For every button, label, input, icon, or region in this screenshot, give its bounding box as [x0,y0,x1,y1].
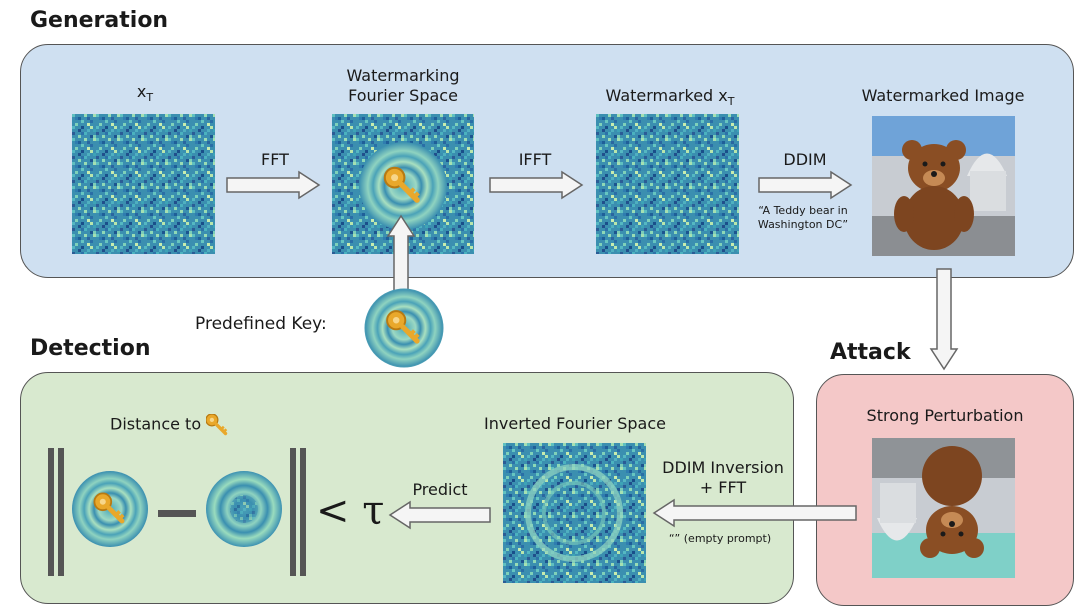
arrow-predict [388,500,491,530]
predict-label: Predict [412,480,468,499]
ddim-label: DDIM [783,150,827,169]
perturbed-image [872,438,1015,578]
predefined-key-disc [363,287,445,369]
arrow-inversion [652,498,857,528]
inverted-fourier-label: Inverted Fourier Space [484,414,666,433]
generation-title: Generation [30,8,169,33]
inverted-disc [204,469,284,549]
arrow-fft [226,170,321,200]
norm-bar-left-1 [48,448,54,576]
attack-title: Attack [830,340,911,365]
predefined-key-label: Predefined Key: [195,314,327,334]
watermarking-fourier-label: Watermarking Fourier Space [346,66,460,105]
watermarked-noise-image [596,114,739,254]
key-icon [204,412,229,436]
empty-prompt-label: “” (empty prompt) [668,532,772,545]
watermarked-xt-label: Watermarked xT [605,86,735,109]
xt-label: xT [136,82,154,105]
fft-label: FFT [261,150,289,169]
norm-bar-left-2 [58,448,64,576]
arrow-ddim [758,170,853,200]
detection-title: Detection [30,336,151,361]
norm-bar-right-1 [290,448,296,576]
inverted-fourier-image [503,443,646,583]
detection-panel [20,372,794,604]
arrow-down-attack [929,268,959,371]
initial-noise-image [72,114,215,254]
distance-label: Distance to [110,412,260,436]
ddim-prompt: “A Teddy bear in Washington DC” [757,204,849,231]
arrow-ifft [489,170,584,200]
norm-bar-right-2 [300,448,306,576]
arrow-up-key [386,214,416,293]
key-disc [70,469,150,549]
teddy-bear-image [872,116,1015,256]
watermarked-image-label: Watermarked Image [861,86,1025,105]
ifft-label: IFFT [518,150,552,169]
ddim-inversion-label: DDIM Inversion + FFT [662,458,784,497]
minus-sign [158,510,196,517]
strong-perturbation-label: Strong Perturbation [866,406,1024,425]
threshold-label: < τ [316,488,385,534]
